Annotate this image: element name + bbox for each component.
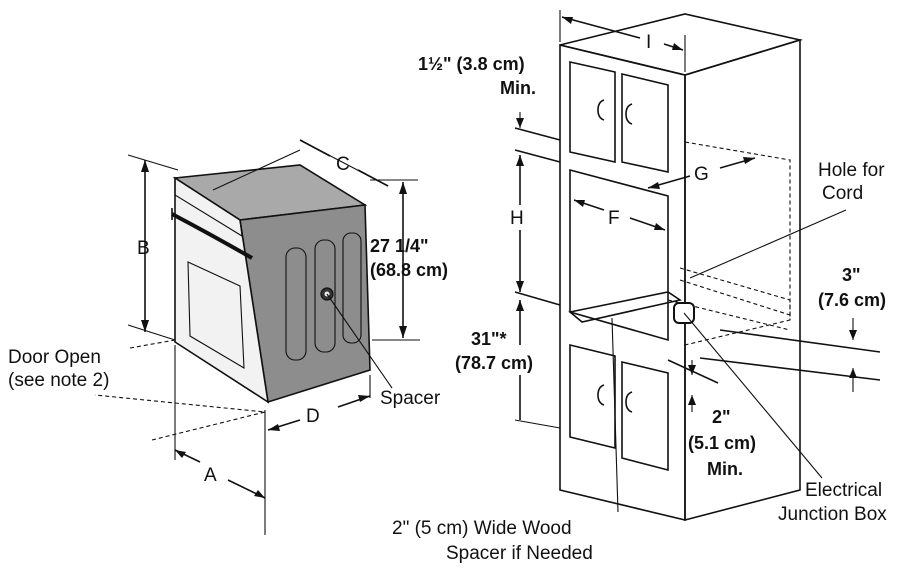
top-gap-min: Min. (500, 78, 536, 98)
oven-window (187, 261, 245, 369)
door-knob (625, 391, 633, 413)
wood-spacer-label: 2" (5 cm) Wide Wood (392, 518, 572, 539)
wood-spacer (568, 291, 682, 323)
side-gap-in: 3" (842, 265, 861, 285)
door-open-note: (see note 2) (8, 370, 109, 391)
dim-f-label: F (608, 208, 620, 229)
bottom-gap-in: 2" (712, 407, 731, 427)
oven-dimensions (94, 139, 420, 535)
cutout-opening (569, 168, 669, 342)
dim-h-label: H (510, 208, 524, 229)
upper-right-door (621, 72, 669, 173)
door-knob (597, 99, 605, 121)
hole-for-cord-label: Hole for (818, 160, 885, 181)
oven-height-in: 27 1/4" (370, 236, 429, 256)
oven-rib (314, 239, 336, 353)
bottom-gap-cm: (5.1 cm) (688, 433, 756, 453)
wood-spacer-label-2: Spacer if Needed (446, 543, 593, 564)
dim-i-label: I (646, 32, 651, 53)
dim-b-label: B (137, 238, 150, 259)
oven-illustration (171, 164, 371, 404)
junction-box-label: Electrical (805, 480, 882, 501)
labels: B C A D 27 1/4" (68.8 cm) Door Open (see… (8, 32, 887, 564)
hole-for-cord-label-2: Cord (822, 183, 863, 204)
oven-rib (342, 232, 362, 344)
floor-height-in: 31"* (471, 329, 507, 349)
lower-right-door (621, 360, 669, 472)
bottom-gap-min: Min. (707, 459, 743, 479)
top-gap-label: 1½" (3.8 cm) (418, 54, 525, 74)
oven-door-handle (171, 212, 253, 260)
floor-height-cm: (78.7 cm) (455, 353, 533, 373)
side-gap-cm: (7.6 cm) (818, 290, 886, 310)
door-knob (625, 103, 633, 125)
lower-left-door (569, 343, 616, 450)
dim-g-label: G (694, 164, 709, 185)
oven-height-cm: (68.8 cm) (370, 260, 448, 280)
cabinet-illustration (559, 13, 804, 522)
cabinet-dimensions (514, 10, 881, 513)
dim-a-label: A (204, 465, 217, 486)
spacer-label: Spacer (380, 388, 441, 409)
cabinet-side (684, 38, 801, 522)
junction-box-label-2: Junction Box (778, 504, 887, 525)
oven-control-panel (174, 176, 243, 238)
upper-left-door (569, 61, 616, 163)
dim-c-label: C (336, 154, 350, 175)
door-open-label: Door Open (8, 347, 101, 368)
cabinet-top (559, 13, 804, 76)
oven-rib (285, 247, 307, 361)
door-knob (597, 384, 605, 406)
dim-d-label: D (306, 406, 320, 427)
